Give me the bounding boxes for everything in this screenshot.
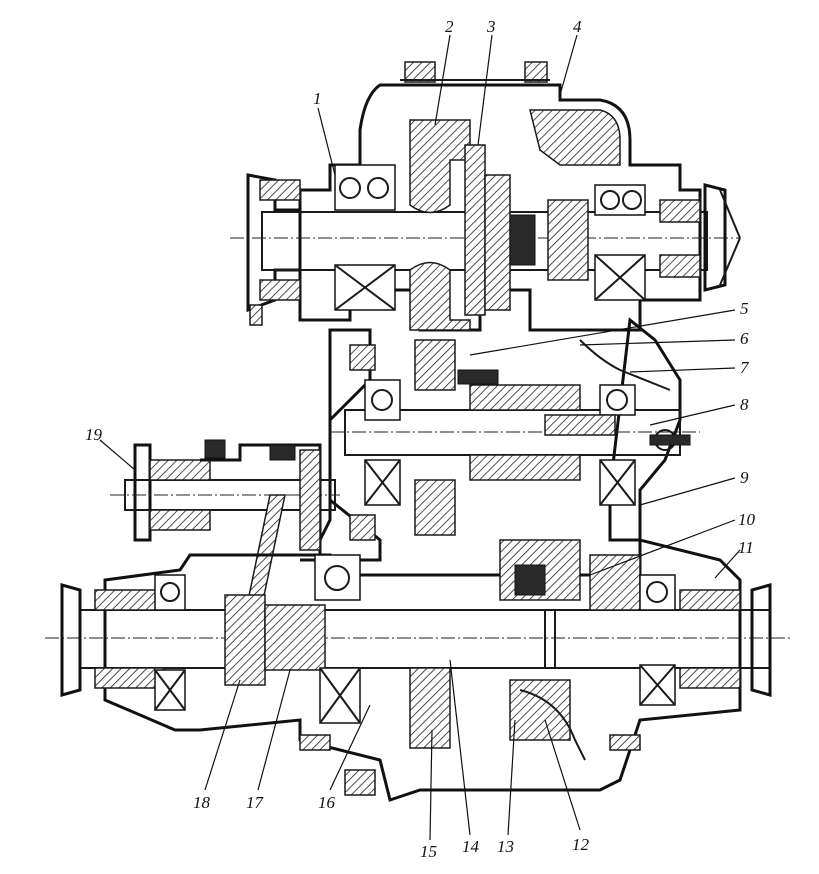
callout-5: 5 — [740, 299, 749, 318]
upper-housing — [298, 61, 702, 332]
callout-1: 1 — [313, 89, 322, 108]
callout-12: 12 — [572, 835, 590, 854]
callout-14: 14 — [462, 837, 480, 856]
callout-16: 16 — [318, 793, 336, 812]
output-flange-upper-right — [659, 183, 741, 292]
callout-labels: 1 2 3 4 5 6 7 8 9 10 11 12 13 14 15 16 1… — [85, 17, 756, 861]
callout-13: 13 — [497, 837, 514, 856]
callout-6: 6 — [740, 329, 749, 348]
input-flange-upper — [246, 173, 302, 326]
auxiliary-drive-left — [110, 439, 340, 616]
callout-15: 15 — [420, 842, 437, 861]
callout-2: 2 — [445, 17, 454, 36]
callout-11: 11 — [738, 538, 754, 557]
upper-gear-set — [409, 119, 511, 331]
callout-10: 10 — [738, 510, 756, 529]
callout-19: 19 — [85, 425, 103, 444]
output-shaft-lower — [45, 539, 790, 761]
intermediate-shaft — [330, 339, 700, 536]
callout-17: 17 — [246, 793, 265, 812]
callout-7: 7 — [740, 358, 750, 377]
callout-4: 4 — [573, 17, 582, 36]
callout-9: 9 — [740, 468, 749, 487]
callout-8: 8 — [740, 395, 749, 414]
leader-lines — [99, 34, 741, 841]
callout-3: 3 — [486, 17, 496, 36]
callout-18: 18 — [193, 793, 211, 812]
middle-housing — [318, 317, 682, 562]
